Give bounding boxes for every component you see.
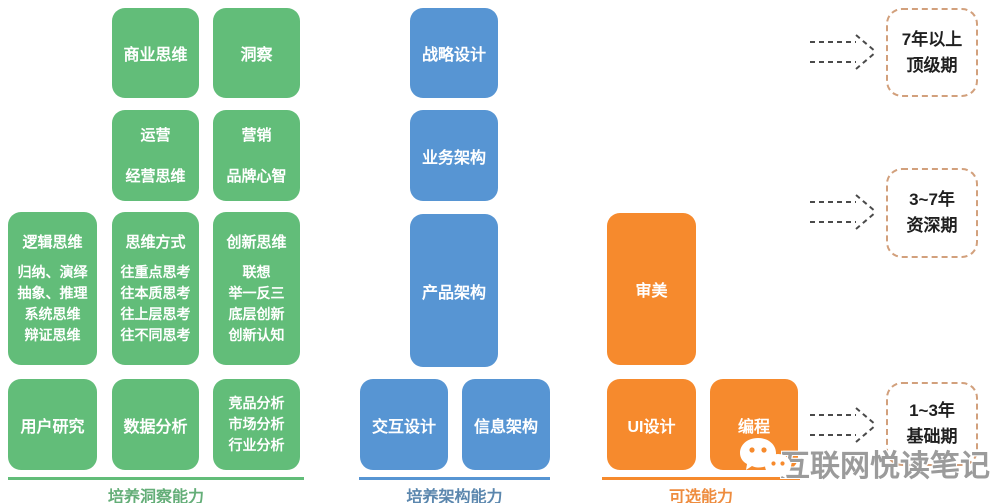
box-label: 品牌心智 <box>226 167 287 185</box>
box-line: 竞品分析 <box>228 395 285 411</box>
box-line: 往本质思考 <box>120 285 191 301</box>
box-label: 用户研究 <box>20 418 85 436</box>
box-innovation-thinking: 创新思维 联想 举一反三 底层创新 创新认知 <box>213 212 300 365</box>
box-label: 经营思维 <box>125 167 186 185</box>
optional-section-label: 可选能力 <box>668 489 733 503</box>
box-line: 往上层思考 <box>120 306 191 322</box>
stage-line: 顶级期 <box>906 55 958 75</box>
box-user-research: 用户研究 <box>8 379 97 470</box>
box-line: 行业分析 <box>228 437 285 453</box>
box-line: 联想 <box>242 264 271 280</box>
box-market-analysis: 竞品分析 市场分析 行业分析 <box>213 379 300 470</box>
box-label: 商业思维 <box>123 47 188 64</box>
box-line: 系统思维 <box>24 306 81 322</box>
box-line: 往不同思考 <box>120 327 191 343</box>
box-line: 往重点思考 <box>120 264 191 280</box>
box-strategy-design: 战略设计 <box>410 8 498 98</box>
box-ui-design: UI设计 <box>607 379 696 470</box>
box-business-architecture: 业务架构 <box>410 110 498 201</box>
box-business-thinking: 商业思维 <box>112 8 199 98</box>
stage-box-basic: 1~3年 基础期 <box>886 382 978 466</box>
architecture-underline <box>359 477 550 480</box>
stage-box-senior: 3~7年 资深期 <box>886 168 978 258</box>
optional-underline <box>602 477 800 480</box>
box-label: 数据分析 <box>123 418 188 436</box>
dashed-arrow-icon <box>810 194 877 230</box>
stage-line: 基础期 <box>906 427 958 446</box>
box-marketing: 营销 品牌心智 <box>213 110 300 201</box>
stage-line: 1~3年 <box>909 401 955 420</box>
box-label: 战略设计 <box>421 47 486 64</box>
architecture-section-label: 培养架构能力 <box>406 489 503 503</box>
box-label: 编程 <box>737 418 770 436</box>
box-operations: 运营 经营思维 <box>112 110 199 201</box>
insight-underline <box>8 477 304 480</box>
stage-line: 3~7年 <box>909 190 955 209</box>
box-line: 抽象、推理 <box>17 285 88 301</box>
box-logical-thinking: 逻辑思维 归纳、演绎 抽象、推理 系统思维 辩证思维 <box>8 212 97 365</box>
box-label: 产品架构 <box>421 284 486 302</box>
box-line: 创新认知 <box>228 327 285 343</box>
box-aesthetics: 审美 <box>607 213 696 365</box>
box-line: 辩证思维 <box>24 327 81 343</box>
box-data-analysis: 数据分析 <box>112 379 199 470</box>
box-information-architecture: 信息架构 <box>462 379 550 470</box>
stage-line: 7年以上 <box>901 29 963 49</box>
box-label: 运营 <box>140 126 171 144</box>
dashed-arrow-icon <box>810 34 877 70</box>
box-label: UI设计 <box>627 418 676 436</box>
box-title: 创新思维 <box>226 234 287 251</box>
box-line: 底层创新 <box>228 306 285 322</box>
box-interaction-design: 交互设计 <box>360 379 448 470</box>
box-label: 营销 <box>241 126 272 144</box>
box-insight: 洞察 <box>213 8 300 98</box>
box-title: 逻辑思维 <box>22 234 83 251</box>
stage-line: 资深期 <box>906 216 958 235</box>
box-mindset: 思维方式 往重点思考 往本质思考 往上层思考 往不同思考 <box>112 212 199 365</box>
box-label: 交互设计 <box>371 418 436 436</box>
box-line: 举一反三 <box>228 285 285 301</box>
box-line: 市场分析 <box>228 416 285 432</box>
wechat-icon <box>740 438 791 479</box>
dashed-arrow-icon <box>810 407 877 443</box>
watermark-text: 互联网悦读笔记 <box>780 450 990 483</box>
box-label: 业务架构 <box>421 149 486 167</box>
box-product-architecture: 产品架构 <box>410 214 498 367</box>
box-line: 归纳、演绎 <box>17 264 88 280</box>
box-title: 思维方式 <box>125 234 186 251</box>
box-label: 信息架构 <box>473 418 538 436</box>
stage-box-top-level: 7年以上 顶级期 <box>886 8 978 97</box>
insight-section-label: 培养洞察能力 <box>107 489 204 503</box>
box-label: 洞察 <box>240 47 273 64</box>
box-label: 审美 <box>635 283 668 300</box>
